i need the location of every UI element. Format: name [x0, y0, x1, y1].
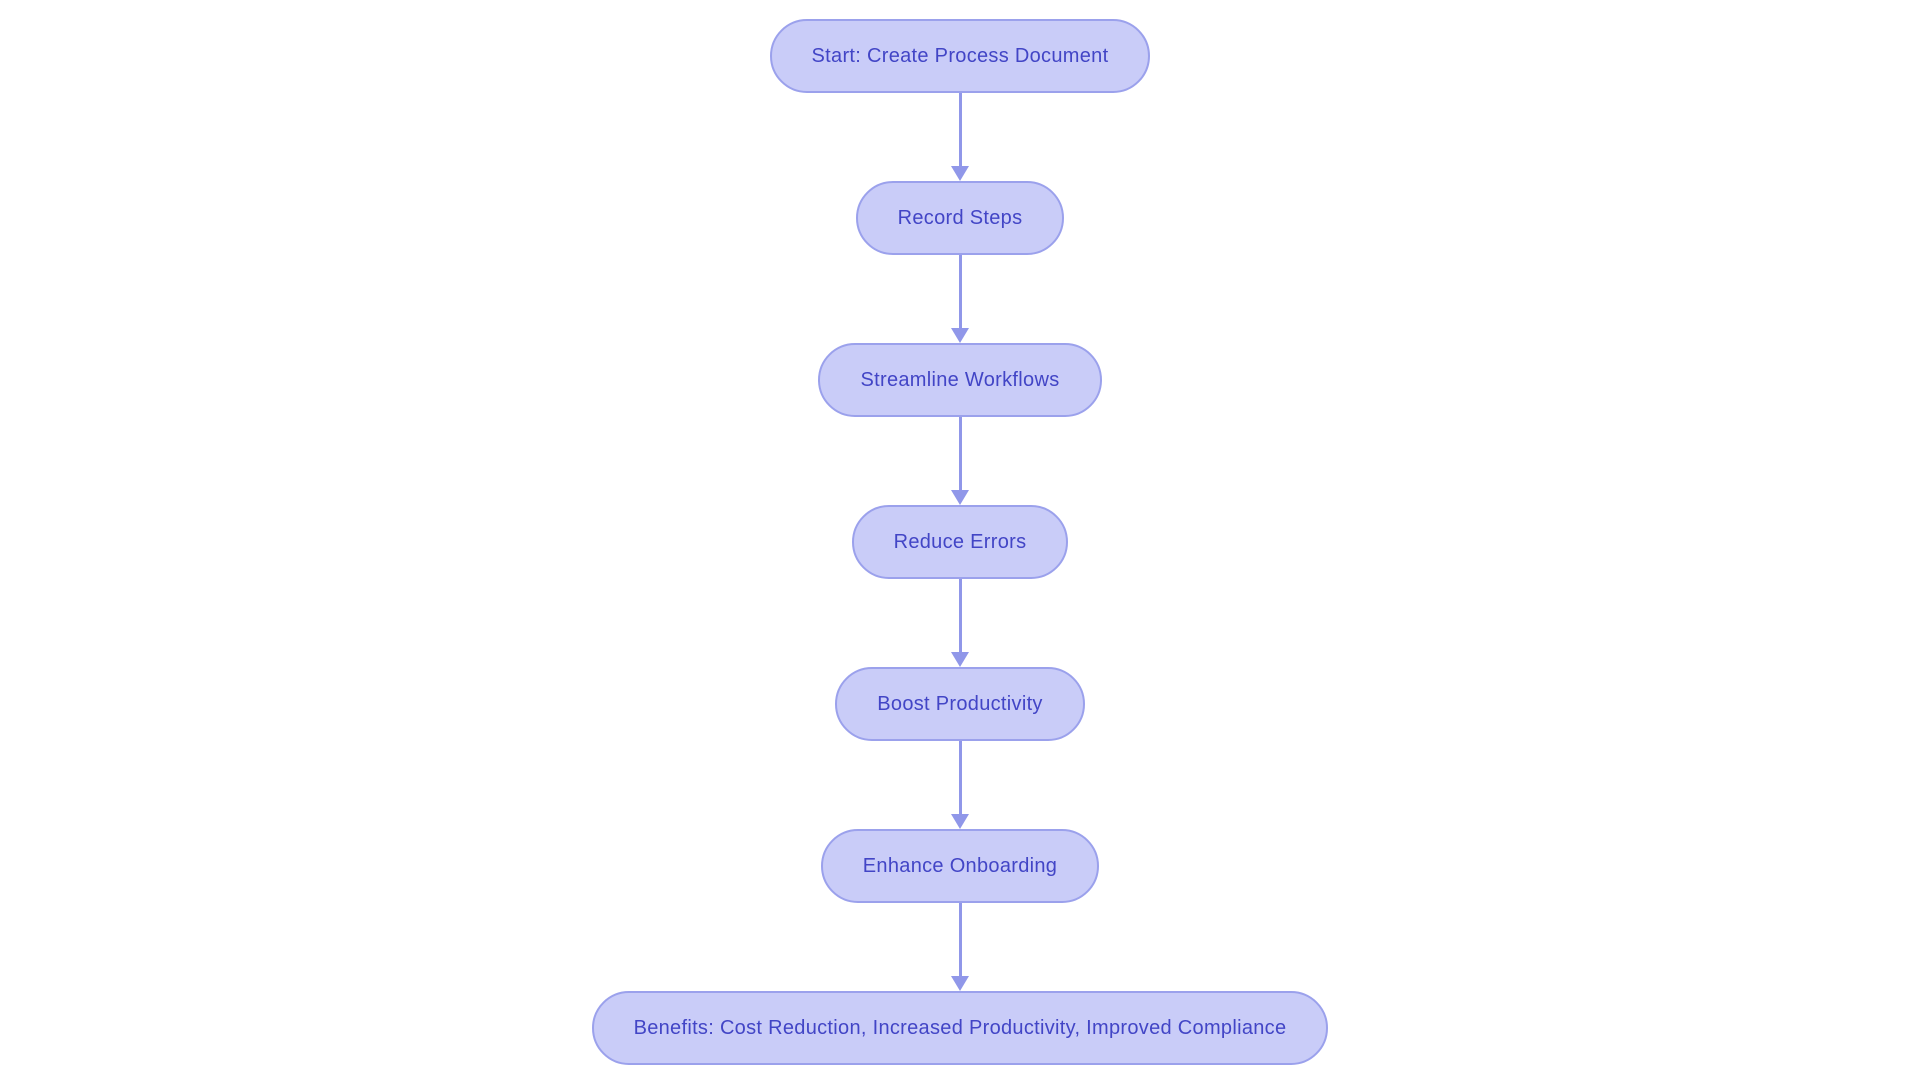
arrowhead-down-icon: [951, 166, 969, 181]
arrowhead-down-icon: [951, 976, 969, 991]
flow-node-start: Start: Create Process Document: [769, 19, 1151, 93]
flow-arrow: [951, 417, 969, 505]
flow-node-record-steps: Record Steps: [855, 181, 1065, 255]
arrow-line: [958, 255, 962, 328]
arrow-line: [958, 417, 962, 490]
arrowhead-down-icon: [951, 490, 969, 505]
arrowhead-down-icon: [951, 814, 969, 829]
arrow-line: [958, 579, 962, 652]
arrow-line: [958, 903, 962, 976]
flow-arrow: [951, 903, 969, 991]
flow-node-reduce-errors: Reduce Errors: [851, 505, 1069, 579]
flow-node-enhance-onboarding: Enhance Onboarding: [820, 829, 1100, 903]
arrow-line: [958, 93, 962, 166]
flow-arrow: [951, 255, 969, 343]
arrowhead-down-icon: [951, 328, 969, 343]
arrowhead-down-icon: [951, 652, 969, 667]
flow-node-boost-productivity: Boost Productivity: [835, 667, 1085, 741]
flow-arrow: [951, 741, 969, 829]
flow-node-streamline-workflows: Streamline Workflows: [818, 343, 1102, 417]
flow-node-benefits: Benefits: Cost Reduction, Increased Prod…: [591, 991, 1329, 1065]
arrow-line: [958, 741, 962, 814]
flow-arrow: [951, 579, 969, 667]
flow-arrow: [951, 93, 969, 181]
